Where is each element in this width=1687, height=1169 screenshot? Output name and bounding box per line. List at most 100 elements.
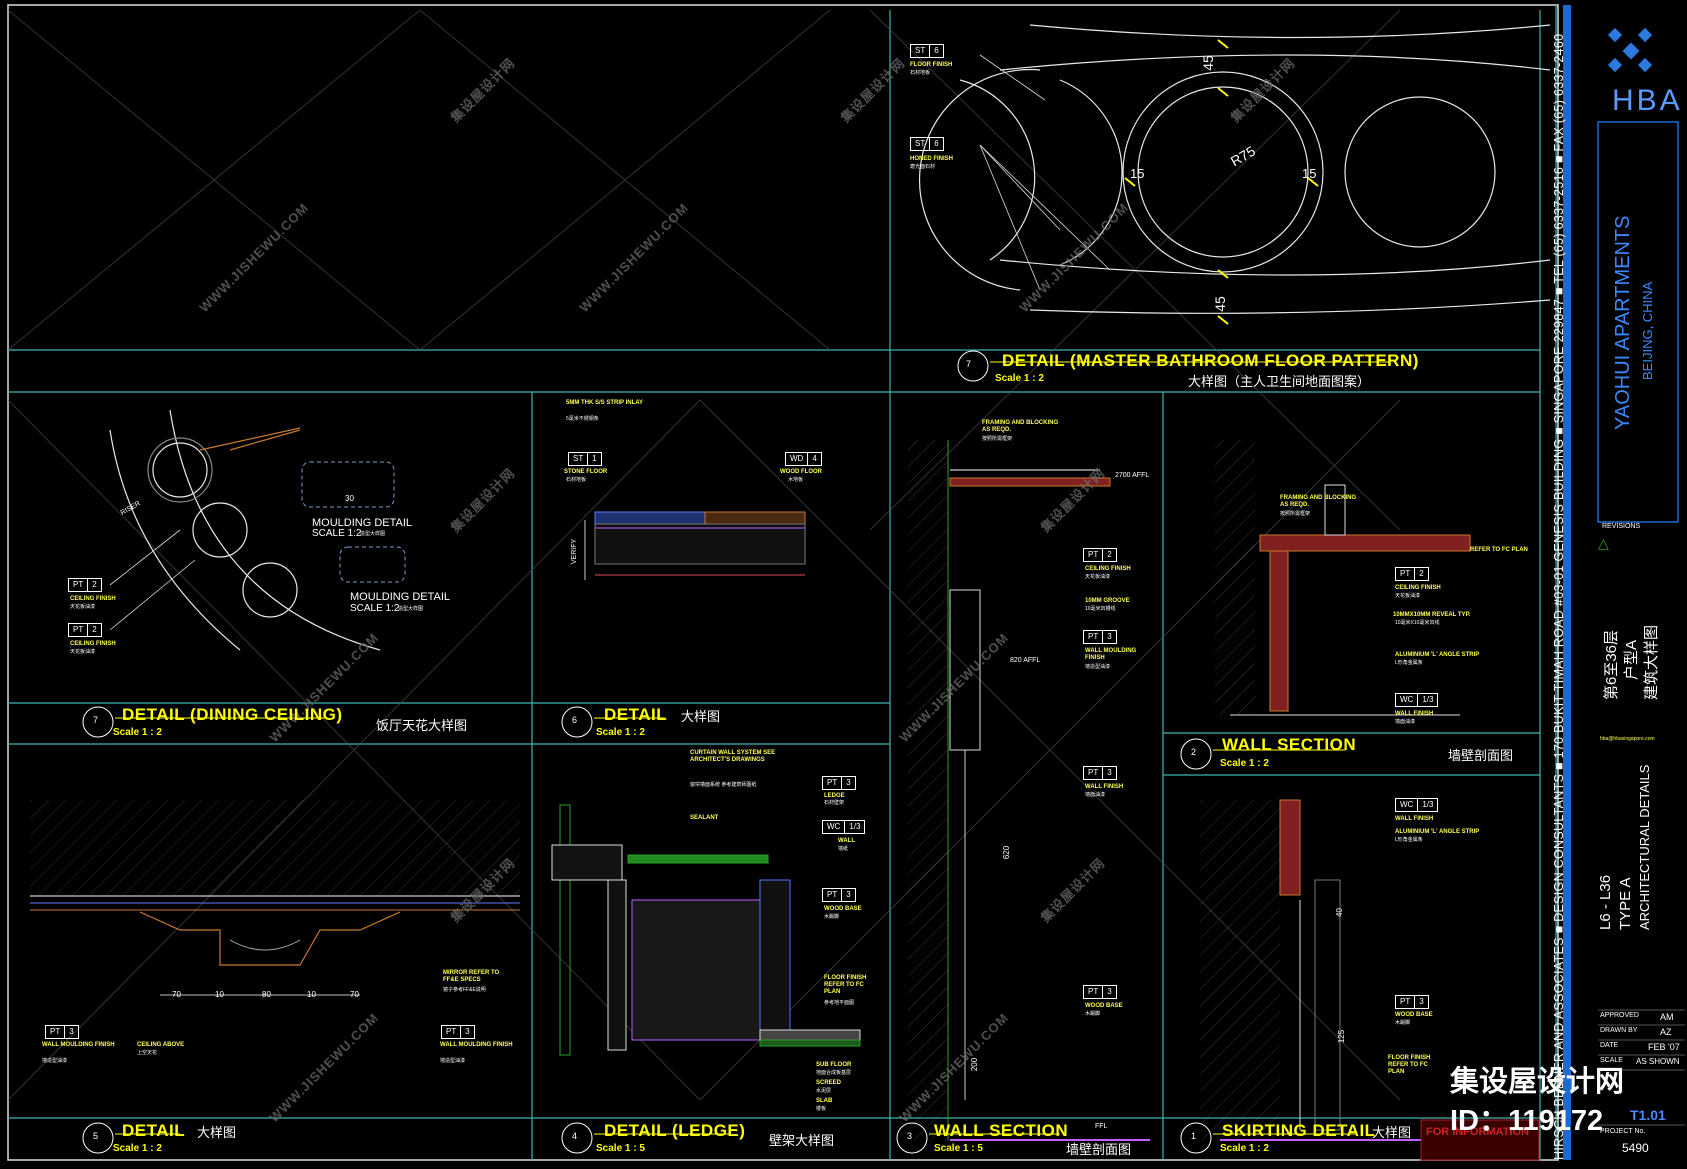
title-strip-bar [1563, 5, 1571, 1160]
revisions-label: REVISIONS [1602, 523, 1641, 530]
detail-scale: Scale 1 : 2 [1220, 758, 1269, 769]
callout-label-cn: 水泥层 [816, 1088, 832, 1094]
detail-title-cn: 大样图 [1372, 1125, 1412, 1140]
callout-label-cn: 镜子参考FF&E说明 [443, 987, 486, 993]
callout-label: WALL FINISH [1395, 711, 1434, 717]
callout-label-cn: 石材地板 [566, 477, 587, 483]
callout-label: WALL MOULDING FINISH [1085, 648, 1137, 661]
approved-label: APPROVED [1600, 1012, 1639, 1019]
callout-label: LEDGE [824, 793, 845, 799]
detail-title-cn: 大样图 [197, 1125, 237, 1140]
watermark-brand-big: 集设屋设计网 [1450, 1066, 1625, 1098]
scale-label: SCALE [1600, 1057, 1623, 1064]
floors: L6 - L36 [1597, 874, 1614, 930]
detail-title: SKIRTING DETAIL [1222, 1121, 1376, 1140]
callout-label-cn: 木地板 [788, 477, 804, 483]
callout-label-cn: 墙面油漆 [1085, 792, 1106, 798]
moulding-cn: 造型大样图 [360, 531, 386, 537]
callout-label: 10MMX10MM REVEAL TYP. [1393, 612, 1471, 618]
project-no-label: PROJECT No. [1600, 1128, 1646, 1135]
detail-scale: Scale 1 : 2 [113, 1143, 162, 1154]
callout-label: FLOOR FINISH REFER TO FC PLAN [1388, 1055, 1431, 1075]
info-stamp: FOR INFORMATION [1426, 1126, 1530, 1138]
callout-label: FLOOR FINISH [910, 62, 953, 68]
callout-label: CEILING FINISH [70, 596, 116, 602]
detail-title: DETAIL (DINING CEILING) [122, 705, 343, 724]
callout-label: REFER TO FC PLAN [1470, 547, 1528, 553]
callout-label: 5MM THK S/S STRIP INLAY [566, 400, 644, 406]
dimension: 15 [1130, 166, 1145, 181]
dimension: 125 [1337, 1029, 1347, 1044]
panel-grid [8, 5, 1557, 1160]
callout-label: SLAB [816, 1098, 833, 1104]
detail-title: WALL SECTION [934, 1121, 1069, 1140]
detail-title-cn: 墙壁剖面图 [1066, 1142, 1132, 1157]
callout-label-cn: 石材地板 [910, 70, 931, 76]
callout-label-cn: L形角金属条 [1395, 837, 1423, 843]
detail-title-cn: 饭厅天花大样图 [376, 718, 468, 733]
callout-label: CEILING FINISH [70, 641, 116, 647]
detail-title-cn: 壁架大样图 [769, 1133, 835, 1148]
ledge-drawing [551, 804, 861, 1056]
level-label: 2700 AFFL [1115, 472, 1150, 479]
callout-label-cn: 木踢脚 [824, 914, 840, 920]
sheet-description: ARCHITECTURAL DETAILS [1637, 764, 1652, 930]
detail-number: 7 [93, 715, 99, 725]
dimension: 45 [1199, 55, 1216, 71]
callout-label: WALL MOULDING FINISH [440, 1042, 513, 1048]
callout-label: FRAMING AND BLOCKING AS REQD. [982, 420, 1059, 433]
callout-label-cn: 木踢脚 [1085, 1011, 1101, 1017]
approved-value: AM [1660, 1012, 1674, 1022]
detail-title: DETAIL [122, 1121, 186, 1140]
callout-label-cn: 参考地平面图 [824, 1000, 855, 1006]
callout-label-cn: 墙纸 [838, 846, 849, 852]
callout-label: WOOD BASE [824, 906, 862, 912]
callout-label: SEALANT [690, 815, 719, 821]
callout-label-cn: 木踢脚 [1395, 1020, 1411, 1026]
detail-5-drawing [30, 800, 520, 996]
floors-cn: 第6至36层 [1603, 629, 1620, 700]
detail-scale: Scale 1 : 2 [113, 727, 162, 738]
skirting-drawing [1200, 799, 1460, 1141]
detail-title: DETAIL (MASTER BATHROOM FLOOR PATTERN) [1002, 351, 1419, 370]
callout-label: WOOD BASE [1085, 1003, 1123, 1009]
moulding-cn: 造型大样图 [398, 606, 424, 612]
type: TYPE A [1617, 877, 1634, 930]
callout-label: CURTAIN WALL SYSTEM SEE ARCHITECT'S DRAW… [690, 750, 776, 763]
detail-number: 6 [572, 715, 578, 725]
dimension: 80 [262, 990, 271, 999]
sheet-number: T1.01 [1630, 1107, 1666, 1123]
callout-label-cn: 天花板油漆 [1085, 574, 1111, 580]
dimension: 70 [172, 990, 181, 999]
callout-label-cn: 墙造型油漆 [440, 1058, 466, 1064]
firm-logo-text: HBA [1612, 84, 1683, 117]
title-block-rows [1598, 1009, 1685, 1126]
date-value: FEB '07 [1648, 1042, 1680, 1052]
dimension: 620 [1002, 845, 1012, 860]
callout-label-cn: 楼板 [816, 1106, 827, 1112]
detail-number: 7 [966, 359, 972, 369]
dimension: 30 [345, 494, 354, 503]
detail-cn: 建筑大样图 [1643, 624, 1660, 700]
callout-label: ALUMINIUM 'L' ANGLE STRIP [1395, 829, 1480, 835]
callout-label-cn: 窗帘墙面系统 参考建筑师图纸 [690, 782, 757, 788]
project-location: BEIJING, CHINA [1640, 281, 1655, 380]
detail-title-cn: 大样图（主人卫生间地面图案） [1188, 374, 1371, 389]
callout-label-cn: 墙造型油漆 [1085, 664, 1111, 670]
moulding-title: MOULDING DETAIL [350, 591, 451, 603]
callout-label-cn: 天花板油漆 [70, 604, 96, 610]
wall-section-2-drawing [1215, 440, 1471, 716]
detail-title-cn: 大样图 [681, 709, 721, 724]
callout-label: WALL MOULDING FINISH [42, 1042, 115, 1048]
callout-label-cn: 10毫米X10毫米凹线 [1395, 620, 1440, 626]
detail-title: WALL SECTION [1222, 735, 1357, 754]
dimension: 40 [1334, 908, 1344, 917]
